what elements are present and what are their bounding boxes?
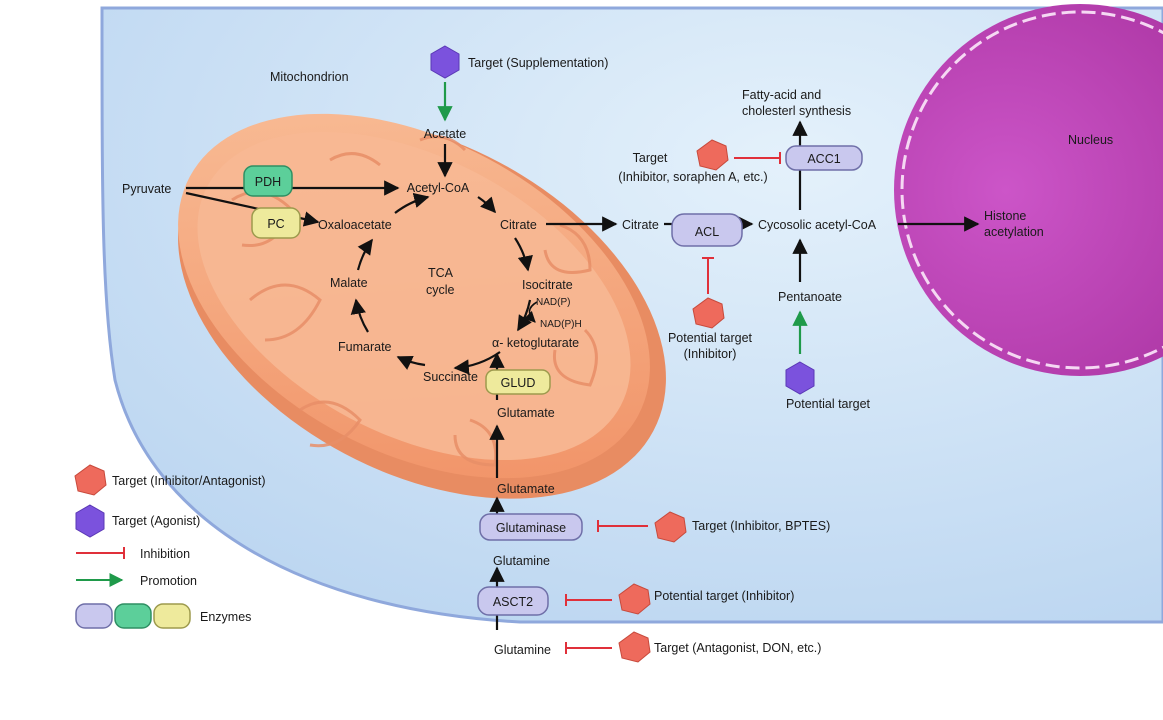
legend-agonist-hexagon-icon <box>75 504 105 538</box>
succinate-label: Succinate <box>423 370 478 384</box>
oxaloacetate-label: Oxaloacetate <box>318 218 392 232</box>
fatty-acid-label-1: Fatty-acid and <box>742 88 821 102</box>
legend: Target (Inhibitor/Antagonist) Target (Ag… <box>74 464 266 629</box>
target-pentanoate-agonist: Potential target <box>785 361 871 411</box>
glutaminase-target-label: Target (Inhibitor, BPTES) <box>692 519 830 533</box>
target-glutamine-antagonist: Target (Antagonist, DON, etc.) <box>618 631 821 663</box>
histone-label-2: acetylation <box>984 225 1044 239</box>
pentanoate-label: Pentanoate <box>778 290 842 304</box>
nadp-label: NAD(P) <box>536 297 570 308</box>
acl-label: ACL <box>695 225 719 239</box>
pc-label: PC <box>267 217 284 231</box>
target-acl-inhibitor: Potential target (Inhibitor) <box>668 297 753 361</box>
nucleus: Nucleus <box>894 4 1163 376</box>
citrate-cyto-label: Citrate <box>622 218 659 232</box>
legend-promotion-label: Promotion <box>140 574 197 588</box>
asct2-label: ASCT2 <box>493 595 533 609</box>
pentanoate-target-label: Potential target <box>786 397 871 411</box>
enzyme-acl: ACL <box>671 213 743 247</box>
malate-label: Malate <box>330 276 368 290</box>
glutamine-target-label: Target (Antagonist, DON, etc.) <box>654 641 821 655</box>
fumarate-label: Fumarate <box>338 340 392 354</box>
acc1-target-label-2: (Inhibitor, soraphen A, etc.) <box>618 170 767 184</box>
mitochondrion-label: Mitochondrion <box>270 70 349 84</box>
enzyme-pc: PC <box>251 207 301 239</box>
legend-agonist-label: Target (Agonist) <box>112 514 200 528</box>
enzyme-pdh: PDH <box>243 165 293 197</box>
pyruvate-label: Pyruvate <box>122 182 171 196</box>
glutamate-cyto-label: Glutamate <box>497 482 555 496</box>
nadph-label: NAD(P)H <box>540 319 582 330</box>
glutamate-mito-label: Glutamate <box>497 406 555 420</box>
legend-inhibitor-label: Target (Inhibitor/Antagonist) <box>112 474 266 488</box>
target-glutaminase-inhibitor: Target (Inhibitor, BPTES) <box>654 511 830 543</box>
inhibition-lines <box>565 152 781 654</box>
tca-label-1: TCA <box>428 266 454 280</box>
legend-enzyme-yellow-icon <box>153 603 191 629</box>
nucleus-label: Nucleus <box>1068 133 1113 147</box>
legend-enzyme-purple-icon <box>75 603 113 629</box>
target-acc1-inhibitor: Target (Inhibitor, soraphen A, etc.) <box>618 139 768 184</box>
supplementation-label: Target (Supplementation) <box>468 56 608 70</box>
enzyme-asct2: ASCT2 <box>477 586 549 616</box>
isocitrate-label: Isocitrate <box>522 278 573 292</box>
legend-inhibitor-hexagon-icon <box>74 464 107 496</box>
cytosolic-acetyl-coa-label: Cycosolic acetyl-CoA <box>758 218 877 232</box>
glutamine-ext-label: Glutamine <box>494 643 551 657</box>
target-supplementation: Target (Supplementation) <box>430 45 608 79</box>
glutamine-cyto-label: Glutamine <box>493 554 550 568</box>
acetate-label: Acetate <box>424 127 466 141</box>
tca-label-2: cycle <box>426 283 455 297</box>
enzyme-glud: GLUD <box>485 369 551 395</box>
legend-inhibition-label: Inhibition <box>140 547 190 561</box>
pdh-label: PDH <box>255 175 281 189</box>
histone-label-1: Histone <box>984 209 1026 223</box>
citrate-mito-label: Citrate <box>500 218 537 232</box>
acl-target-label-1: Potential target <box>668 331 753 345</box>
glutaminase-label: Glutaminase <box>496 521 566 535</box>
acc1-target-label-1: Target <box>633 151 668 165</box>
enzyme-acc1: ACC1 <box>785 145 863 171</box>
acl-target-label-2: (Inhibitor) <box>684 347 737 361</box>
metabolite-labels: Acetate Acetyl-CoA Pyruvate Oxaloacetate… <box>122 88 1044 657</box>
asct2-target-label: Potential target (Inhibitor) <box>654 589 794 603</box>
legend-enzymes-label: Enzymes <box>200 610 251 624</box>
nadp-curl-arrow <box>523 301 538 323</box>
alpha-ketoglutarate-label: α- ketoglutarate <box>492 336 579 350</box>
legend-enzyme-green-icon <box>114 603 152 629</box>
glud-label: GLUD <box>501 376 536 390</box>
enzyme-glutaminase: Glutaminase <box>479 513 583 541</box>
acetyl-coa-label: Acetyl-CoA <box>407 181 470 195</box>
acc1-label: ACC1 <box>807 152 840 166</box>
target-asct2-inhibitor: Potential target (Inhibitor) <box>618 583 794 615</box>
fatty-acid-label-2: cholesterl synthesis <box>742 104 851 118</box>
